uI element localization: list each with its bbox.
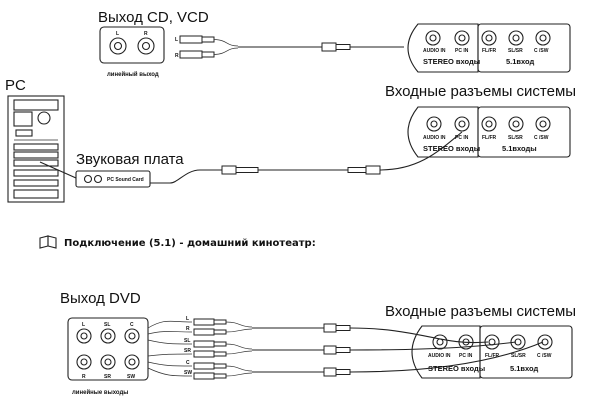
cd-cable	[238, 42, 404, 52]
dvd-output-jacks: L SL C R SR SW	[67, 317, 149, 381]
cd-line-out-jacks: L R	[99, 26, 165, 64]
dvd-plug-c: C	[186, 360, 190, 366]
dvd-rca-bundle: L R SL SR C SW	[147, 316, 253, 380]
dvd-title: Выход DVD	[60, 290, 141, 307]
pc-tower	[7, 95, 65, 203]
dvd-jack-r: R	[82, 374, 86, 380]
mid-panel-audio-in: AUDIO IN	[423, 135, 446, 141]
dvd-cables	[252, 323, 544, 377]
bot-panel-stereo-label: STEREO входы	[428, 364, 485, 373]
cd-vcd-title: Выход CD, VCD	[98, 9, 209, 26]
bot-panel-sl-sr: SL/SR	[511, 353, 526, 359]
mid-panel-c-sw: C /SW	[534, 135, 549, 141]
system-panel-middle: AUDIO IN PC IN FL/FR SL/SR C /SW STEREO …	[407, 106, 571, 158]
top-panel-audio-in: AUDIO IN	[423, 48, 446, 54]
cd-rca-plugs: L R	[175, 35, 239, 59]
mid-panel-fl-fr: FL/FR	[482, 135, 497, 141]
mid-panel-five-one-label: 5.1входы	[502, 144, 537, 153]
dvd-plug-sr: SR	[184, 348, 191, 354]
cd-plug-r-label: R	[175, 53, 179, 59]
dvd-outputs-caption: линейные выходы	[72, 389, 128, 396]
top-panel-five-one-label: 5.1вход	[506, 57, 535, 66]
pc-cable	[150, 131, 463, 184]
section-heading: Подключение (5.1) - домашний кинотеатр:	[64, 238, 316, 249]
pc-label: PC	[5, 77, 26, 94]
top-panel-pc-in: PC IN	[455, 48, 469, 54]
top-panel-c-sw: C /SW	[534, 48, 549, 54]
system-title-bottom: Входные разъемы системы	[385, 303, 576, 320]
dvd-plug-l: L	[186, 316, 189, 322]
dvd-jack-sr: SR	[104, 374, 111, 380]
top-panel-stereo-label: STEREO входы	[423, 57, 480, 66]
cd-jack-l-label: L	[116, 31, 119, 37]
cd-plug-l-label: L	[175, 37, 178, 43]
mid-panel-stereo-label: STEREO входы	[423, 144, 480, 153]
sound-card: PC Sound Card	[39, 161, 151, 188]
dvd-plug-sw: SW	[184, 370, 192, 376]
cd-jack-r-label: R	[144, 31, 148, 37]
dvd-jack-l: L	[82, 322, 85, 328]
system-panel-bottom: AUDIO IN PC IN FL/FR SL/SR C /SW STEREO …	[411, 325, 573, 379]
top-panel-fl-fr: FL/FR	[482, 48, 497, 54]
bot-panel-five-one-label: 5.1вход	[510, 364, 539, 373]
sound-card-text: PC Sound Card	[107, 177, 144, 183]
dvd-plug-r: R	[186, 326, 190, 332]
book-icon	[39, 235, 57, 249]
cd-line-out-caption: линейный выход	[107, 71, 159, 78]
mid-panel-sl-sr: SL/SR	[508, 135, 523, 141]
dvd-jack-sl: SL	[104, 322, 110, 328]
bot-panel-c-sw: C /SW	[537, 353, 552, 359]
system-panel-top: AUDIO IN PC IN FL/FR SL/SR C /SW STEREO …	[407, 23, 571, 73]
dvd-jack-sw: SW	[127, 374, 135, 380]
top-panel-sl-sr: SL/SR	[508, 48, 523, 54]
dvd-plug-sl: SL	[184, 338, 190, 344]
system-title-middle: Входные разъемы системы	[385, 83, 576, 100]
bot-panel-audio-in: AUDIO IN	[428, 353, 451, 359]
bot-panel-pc-in: PC IN	[459, 353, 473, 359]
mid-panel-pc-in: PC IN	[455, 135, 469, 141]
sound-card-title: Звуковая плата	[76, 151, 184, 168]
bot-panel-fl-fr: FL/FR	[485, 353, 500, 359]
dvd-jack-c: C	[130, 322, 134, 328]
